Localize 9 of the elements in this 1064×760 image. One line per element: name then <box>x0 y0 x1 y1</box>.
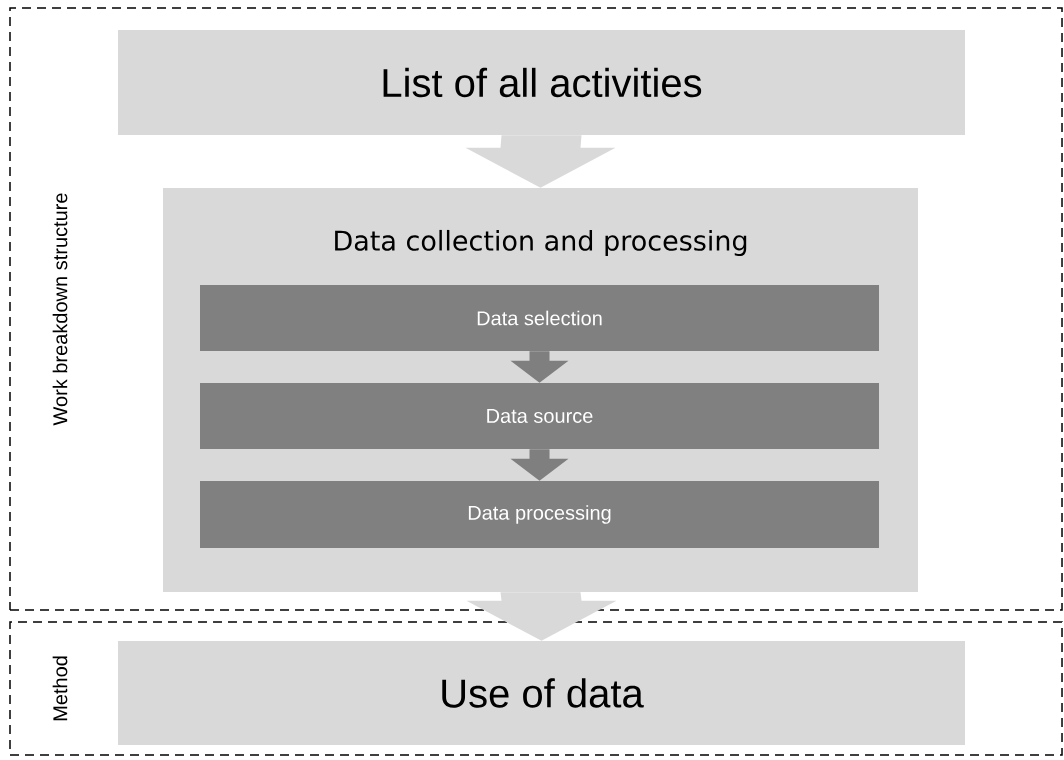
block-arrow <box>466 592 617 641</box>
block-arrow <box>465 135 616 188</box>
step-box: Data source <box>200 383 879 449</box>
block-arrow <box>510 449 569 481</box>
step-box: Data processing <box>200 481 879 548</box>
block-arrow <box>510 351 569 383</box>
process-box: List of all activities <box>118 30 965 135</box>
process-box: Use of data <box>118 641 965 745</box>
step-box: Data selection <box>200 285 879 351</box>
